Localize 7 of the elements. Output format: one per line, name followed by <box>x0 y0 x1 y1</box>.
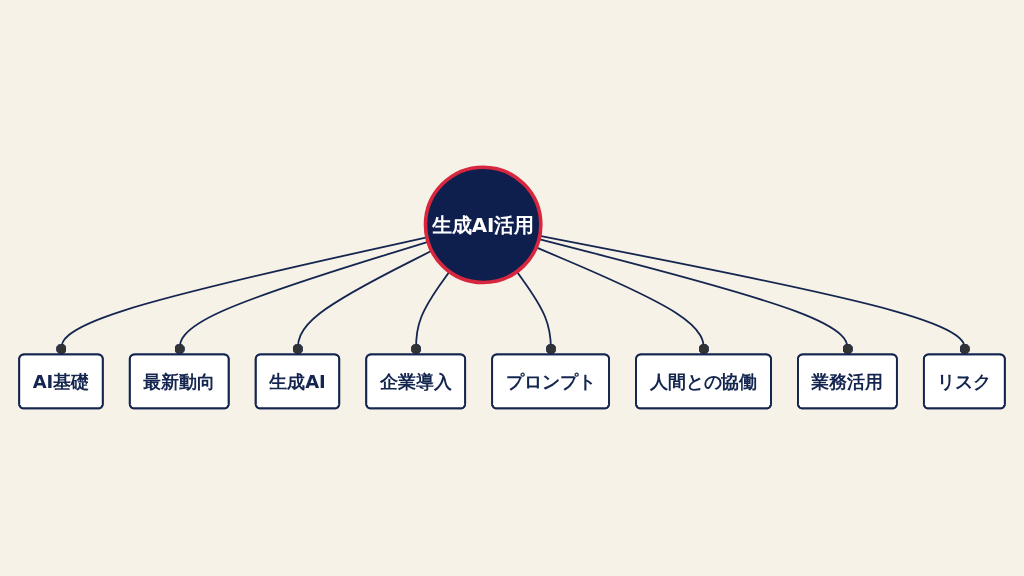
connector <box>538 238 854 356</box>
connector <box>410 270 451 356</box>
connector <box>535 246 710 356</box>
node-circle: 生成AI活用 <box>423 165 543 285</box>
connector <box>174 241 429 356</box>
connector <box>538 235 971 356</box>
connector <box>55 236 428 356</box>
